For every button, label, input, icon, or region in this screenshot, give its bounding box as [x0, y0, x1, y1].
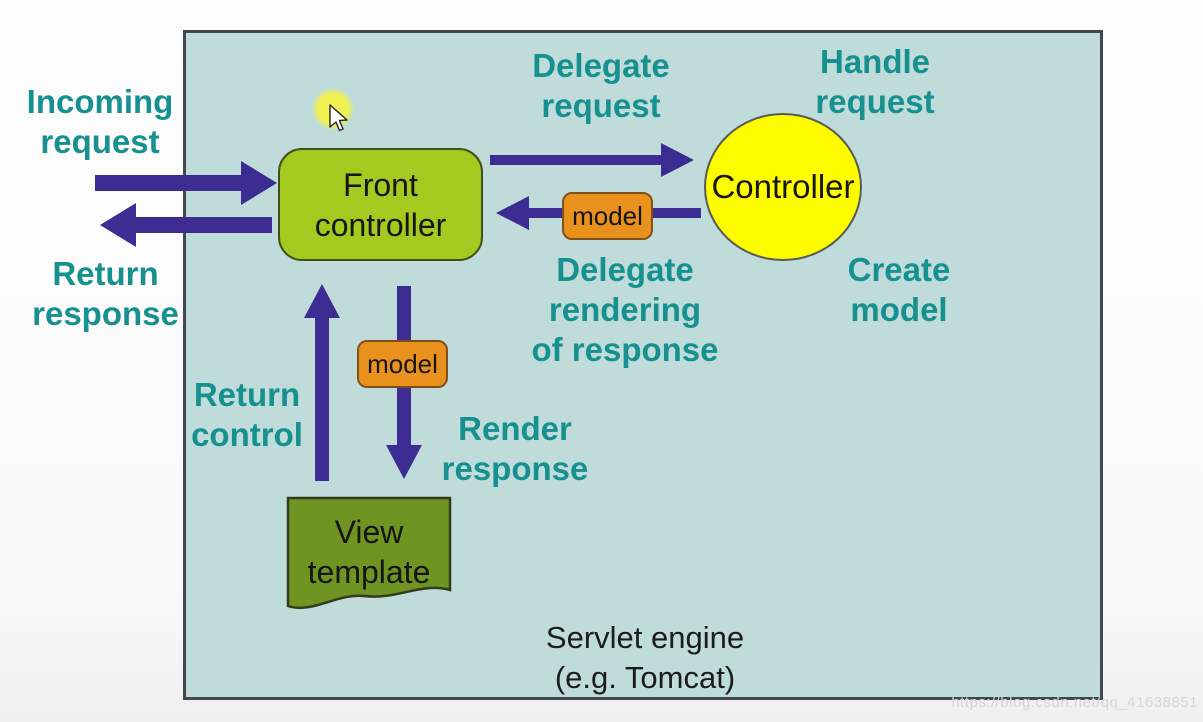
front-controller-node: Front controller: [278, 148, 483, 261]
document-shape-icon: [286, 496, 452, 609]
return-response-label: Return response: [32, 255, 179, 332]
incoming-request-label: Incoming request: [26, 83, 174, 160]
model-node-top: model: [562, 192, 653, 240]
servlet-engine-label: Servlet engine (e.g. Tomcat): [545, 620, 745, 695]
delegate-request-label: Delegate request: [532, 47, 670, 124]
model-top-label: model: [572, 200, 643, 231]
return-control-label: Return control: [191, 376, 303, 453]
front-controller-label: Front controller: [314, 166, 447, 243]
delegate-rendering-label: Delegate rendering of response: [531, 251, 719, 368]
mouse-cursor-icon: [329, 104, 348, 132]
handle-request-label: Handle request: [815, 43, 935, 120]
model-bottom-label: model: [367, 348, 438, 379]
view-template-node: View template: [286, 496, 452, 614]
model-node-bottom: model: [357, 340, 448, 388]
controller-node: Controller: [704, 113, 862, 261]
create-model-label: Create model: [847, 251, 951, 328]
view-template-label: View template: [307, 514, 431, 590]
watermark-text: https://blog.csdn.net/qq_41638851: [951, 694, 1198, 711]
controller-label: Controller: [711, 168, 855, 205]
render-response-label: Render response: [441, 410, 589, 487]
